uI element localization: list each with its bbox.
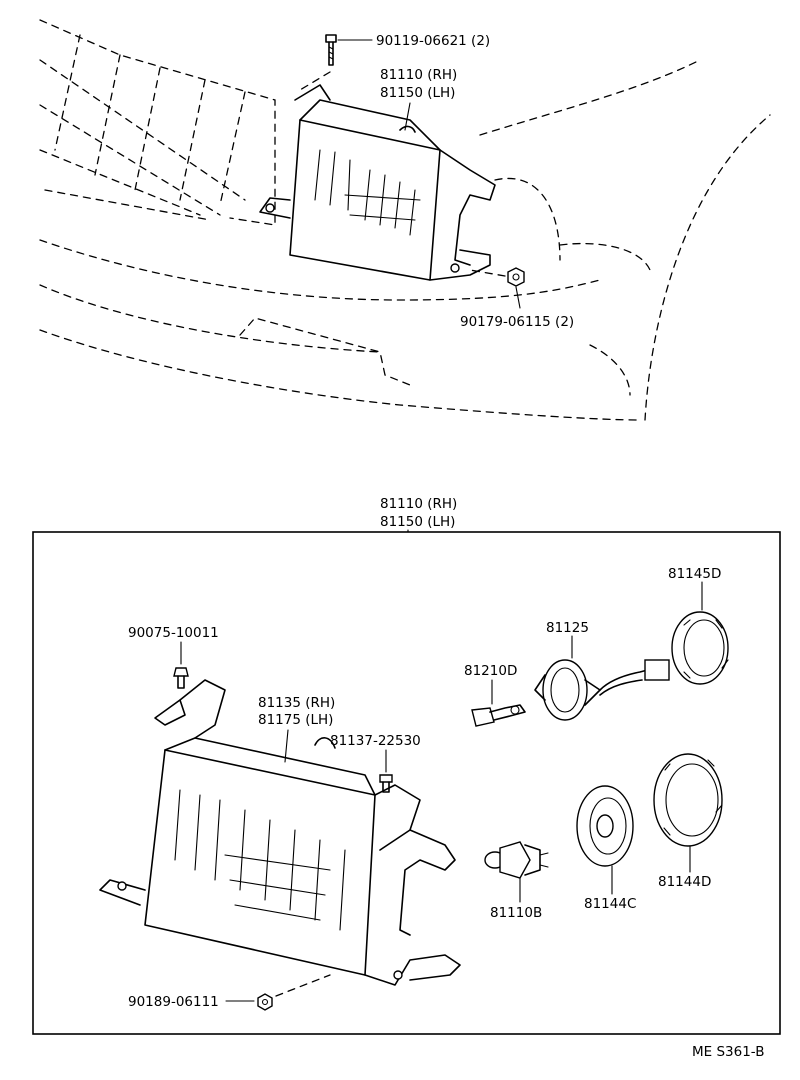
bolt-icon <box>325 34 337 66</box>
cover-c-part-number: 81144C <box>584 896 636 912</box>
unit-rh-part-number: 81135 (RH) <box>258 695 335 711</box>
detail-frame <box>32 531 781 1035</box>
headlamp-rh-part-number: 81110 (RH) <box>380 67 457 83</box>
detail-heading-lh: 81150 (LH) <box>380 514 455 530</box>
headlamp-assembly-top <box>259 84 496 281</box>
nut-icon <box>507 267 525 287</box>
grille-outline <box>39 19 276 226</box>
screw-icon <box>173 667 189 689</box>
unit-lh-part-number: 81175 (LH) <box>258 712 333 728</box>
side-bulb-part-number: 81210D <box>464 663 517 679</box>
cover-d-icon <box>671 611 729 685</box>
main-bulb-icon <box>484 841 549 879</box>
detail-heading-rh: 81110 (RH) <box>380 496 457 512</box>
cover-c-icon <box>576 785 634 867</box>
nut-part-number: 90179-06115 (2) <box>460 314 574 330</box>
main-bulb-part-number: 81110B <box>490 905 542 921</box>
cover-ring-part-number: 81144D <box>658 874 711 890</box>
side-bulb-icon <box>471 704 526 727</box>
vehicle-front-view <box>39 19 771 421</box>
socket-part-number: 81125 <box>546 620 589 636</box>
headlamp-unit-detail <box>99 679 461 986</box>
screw-part-number: 90075-10011 <box>128 625 219 641</box>
cover-d-part-number: 81145D <box>668 566 721 582</box>
bottom-nut-part-number: 90189-06111 <box>128 994 219 1010</box>
bottom-nut-icon <box>257 993 273 1011</box>
bolt-part-number: 90119-06621 (2) <box>376 33 490 49</box>
socket-icon <box>534 659 670 721</box>
reference-code: ME S361-B <box>692 1044 764 1060</box>
clip-part-number: 81137-22530 <box>330 733 421 749</box>
fender-outline <box>479 59 771 421</box>
bumper-outline <box>39 239 651 421</box>
cover-ring-icon <box>653 753 723 847</box>
clip-icon <box>379 774 393 793</box>
headlamp-lh-part-number: 81150 (LH) <box>380 85 455 101</box>
